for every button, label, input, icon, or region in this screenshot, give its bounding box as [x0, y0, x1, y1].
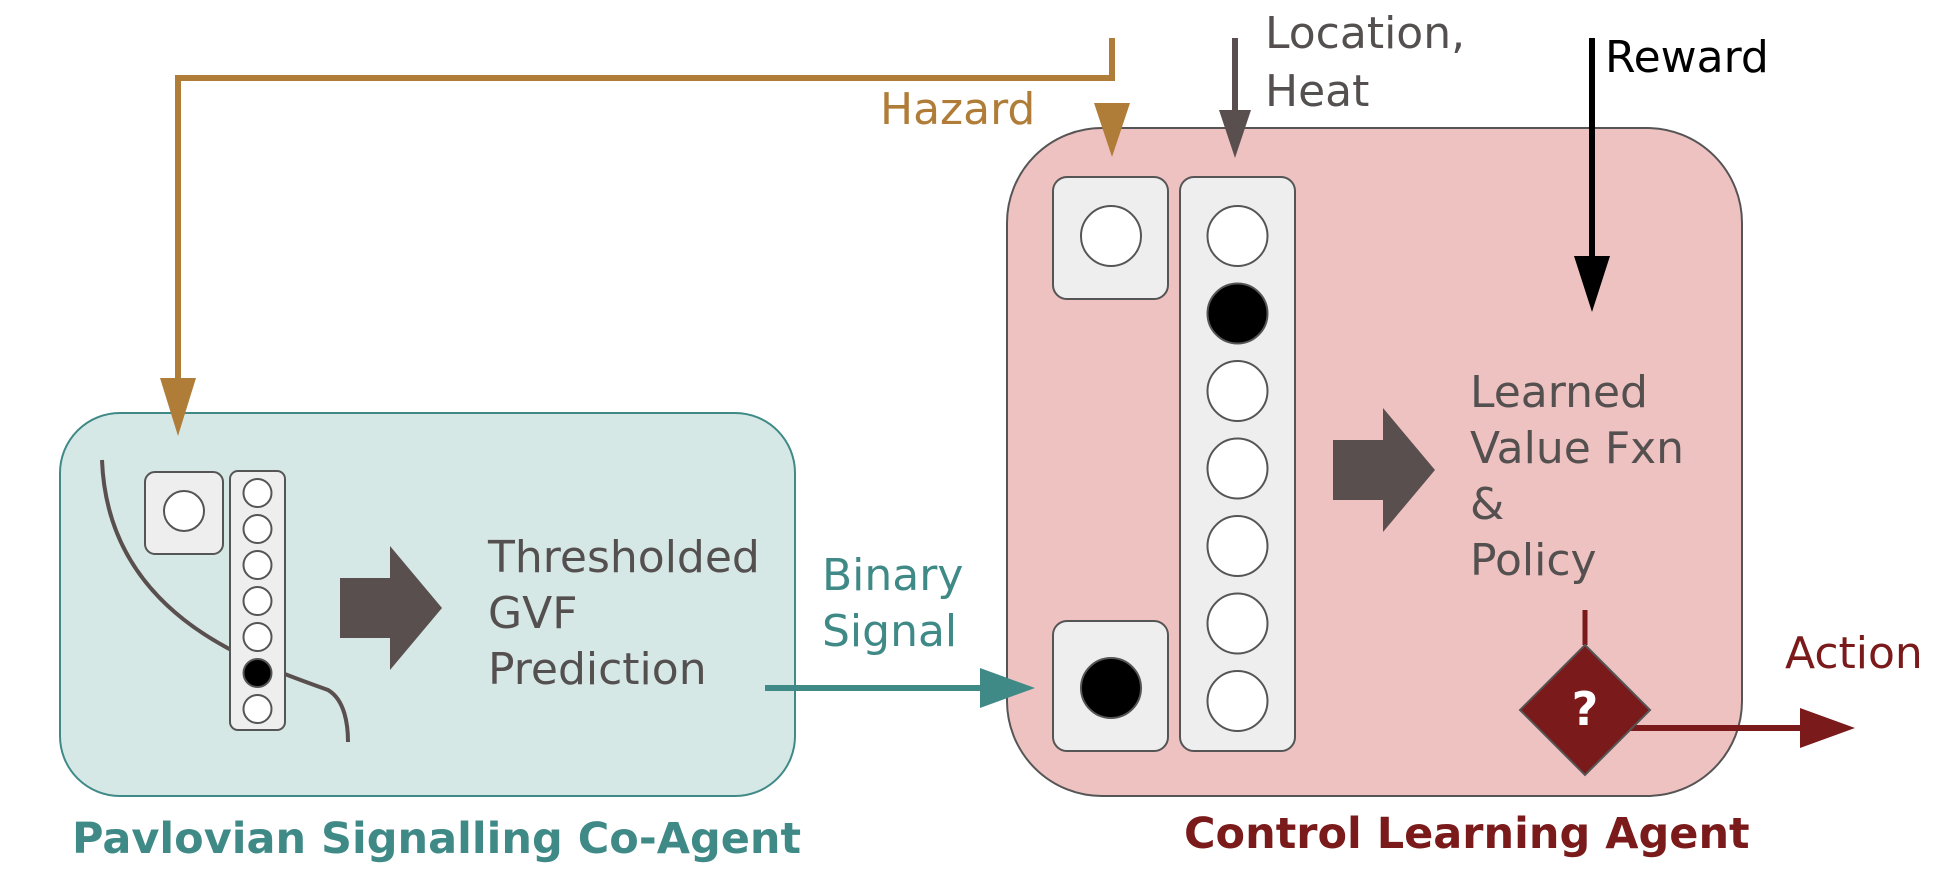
pavlovian-feature-nodes: [242, 478, 273, 724]
gvf-label-line2: GVF: [488, 588, 578, 639]
pavlovian-feature-node-5: [242, 622, 273, 652]
reward-arrow: [1574, 38, 1610, 312]
hazard-arrow: [160, 38, 1130, 436]
binary-signal-label-line2: Signal: [822, 606, 957, 657]
control-feature-node-7: [1206, 670, 1269, 732]
control-process-arrow: [1333, 408, 1435, 532]
decision-symbol: ?: [1572, 682, 1599, 736]
decision-diamond: [1518, 643, 1652, 777]
pavlovian-feature-node-1: [242, 478, 273, 508]
control-agent-title: Control Learning Agent: [1184, 809, 1750, 859]
value-label-line4: Policy: [1470, 535, 1597, 586]
control-feature-nodes: [1206, 205, 1269, 732]
control-feature-node-5: [1206, 515, 1269, 577]
value-label-line1: Learned: [1470, 367, 1648, 418]
control-feature-node-1: [1206, 205, 1269, 267]
binary-signal-label-line1: Binary: [822, 550, 963, 601]
value-label-line2: Value Fxn: [1470, 423, 1684, 474]
pavlovian-feature-node-6: [242, 658, 273, 688]
pavlovian-feature-node-3: [242, 550, 273, 580]
location-heat-label-line2: Heat: [1265, 66, 1369, 117]
value-label-line3: &: [1470, 479, 1504, 530]
control-top-single-node: [1080, 205, 1142, 267]
location-heat-arrow: [1219, 38, 1251, 158]
action-arrow: [1630, 708, 1855, 748]
pavlovian-agent-title: Pavlovian Signalling Co-Agent: [72, 814, 801, 864]
pavlovian-process-arrow: [340, 546, 442, 670]
control-feature-node-3: [1206, 360, 1269, 422]
reward-label: Reward: [1605, 32, 1769, 83]
control-feature-node-2: [1206, 282, 1269, 345]
action-label: Action: [1785, 628, 1923, 679]
hazard-label: Hazard: [880, 84, 1035, 135]
pavlovian-feature-node-4: [242, 586, 273, 616]
pavlovian-feature-node-7: [242, 694, 273, 724]
control-feature-node-4: [1206, 437, 1269, 500]
gvf-label-line1: Thresholded: [487, 532, 760, 583]
pavlovian-feature-node-2: [242, 514, 273, 544]
control-bottom-single-node: [1080, 657, 1142, 719]
pavlovian-single-node: [163, 490, 205, 532]
binary-signal-arrow: [765, 668, 1035, 708]
gvf-label-line3: Prediction: [488, 644, 707, 695]
location-heat-label-line1: Location,: [1265, 8, 1465, 59]
control-feature-node-6: [1206, 592, 1269, 655]
